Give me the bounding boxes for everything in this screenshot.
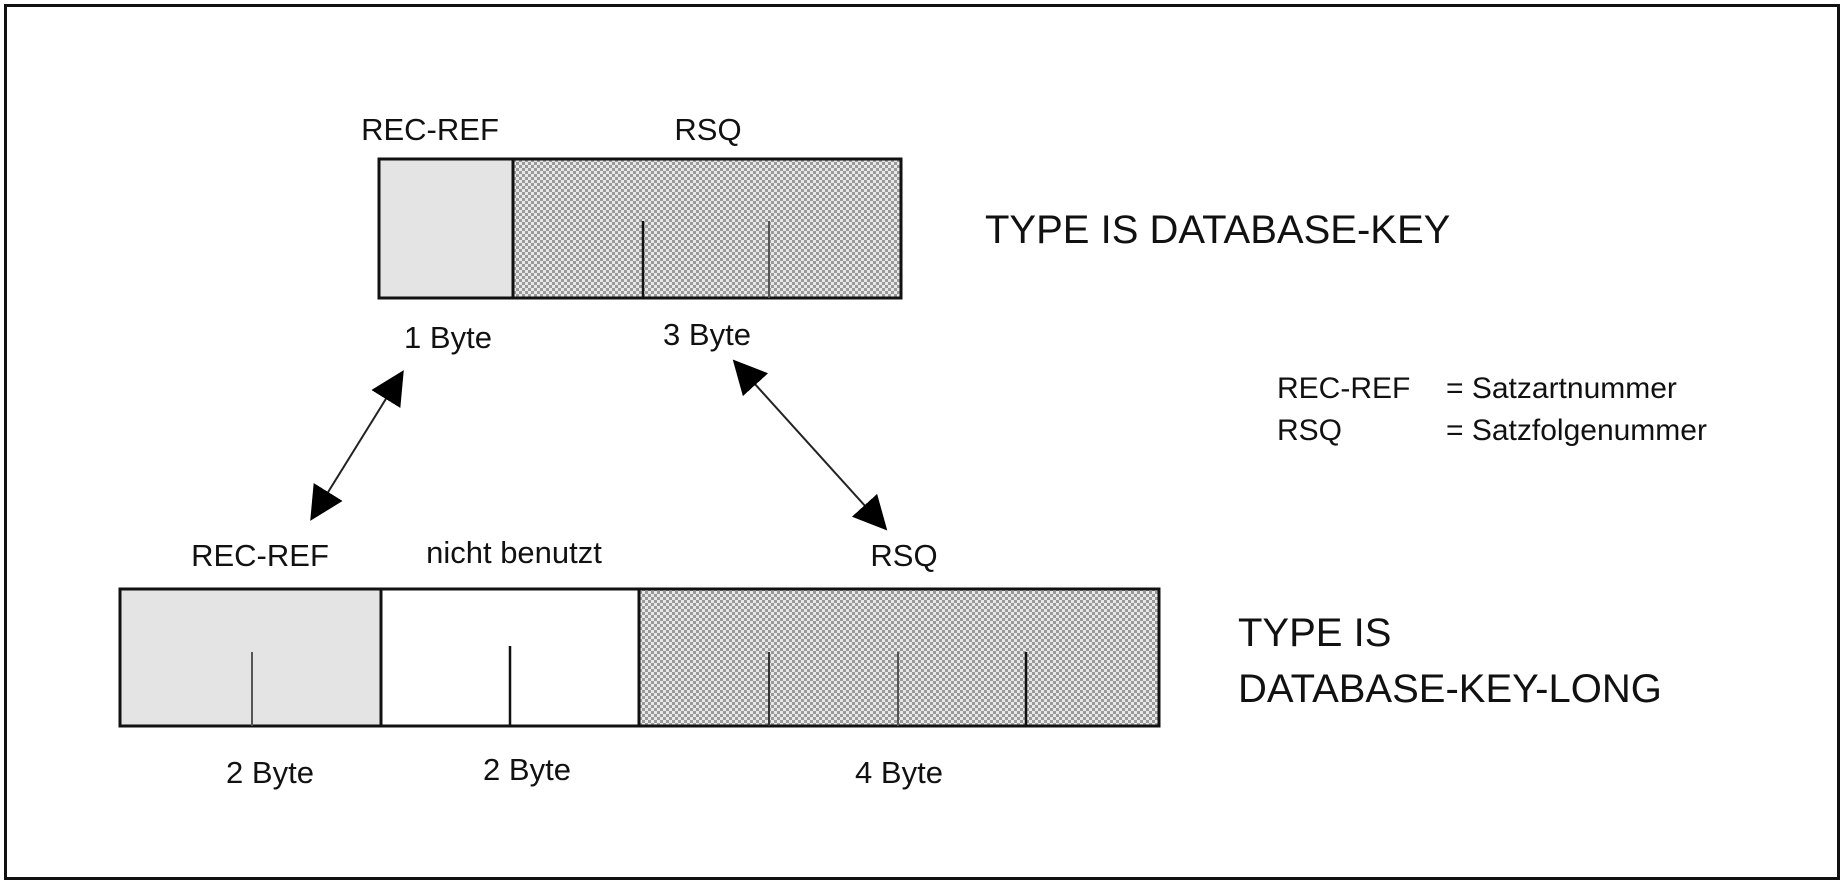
format-database-key: REC-REF RSQ 1 Byte 3 Byte TYPE IS DATABA… <box>361 112 1450 355</box>
legend-term: REC-REF <box>1277 372 1410 405</box>
field-rsq-label: RSQ <box>674 112 741 147</box>
field-rsq-box <box>511 157 903 300</box>
field-rec-ref-box <box>377 157 515 300</box>
double-arrow-rsq <box>732 359 888 531</box>
field-rec-ref-label: REC-REF <box>191 538 329 573</box>
diagram-frame <box>4 4 1840 880</box>
format-database-key-long: REC-REF nicht benutzt RSQ 2 Byte 2 Byte … <box>118 535 1662 790</box>
legend-term: RSQ <box>1277 414 1342 447</box>
double-arrow-rec-ref <box>310 370 404 521</box>
field-rsq-label: RSQ <box>870 538 937 573</box>
legend: REC-REF = Satzartnummer RSQ = Satzfolgen… <box>1277 372 1707 447</box>
format-title-line-2: DATABASE-KEY-LONG <box>1238 667 1662 711</box>
format-title: TYPE IS DATABASE-KEY <box>985 208 1450 252</box>
field-rec-ref-box <box>118 587 383 728</box>
field-rec-ref-label: REC-REF <box>361 112 499 147</box>
format-title-line-1: TYPE IS <box>1238 611 1391 655</box>
field-rsq-size: 4 Byte <box>855 755 943 790</box>
field-rec-ref-size: 2 Byte <box>226 755 314 790</box>
field-unused-size: 2 Byte <box>483 752 571 787</box>
field-rsq-size: 3 Byte <box>663 317 751 352</box>
field-unused-label: nicht benutzt <box>426 535 602 570</box>
legend-definition: = Satzartnummer <box>1446 372 1677 405</box>
legend-definition: = Satzfolgenummer <box>1446 414 1707 447</box>
field-rec-ref-size: 1 Byte <box>404 320 492 355</box>
